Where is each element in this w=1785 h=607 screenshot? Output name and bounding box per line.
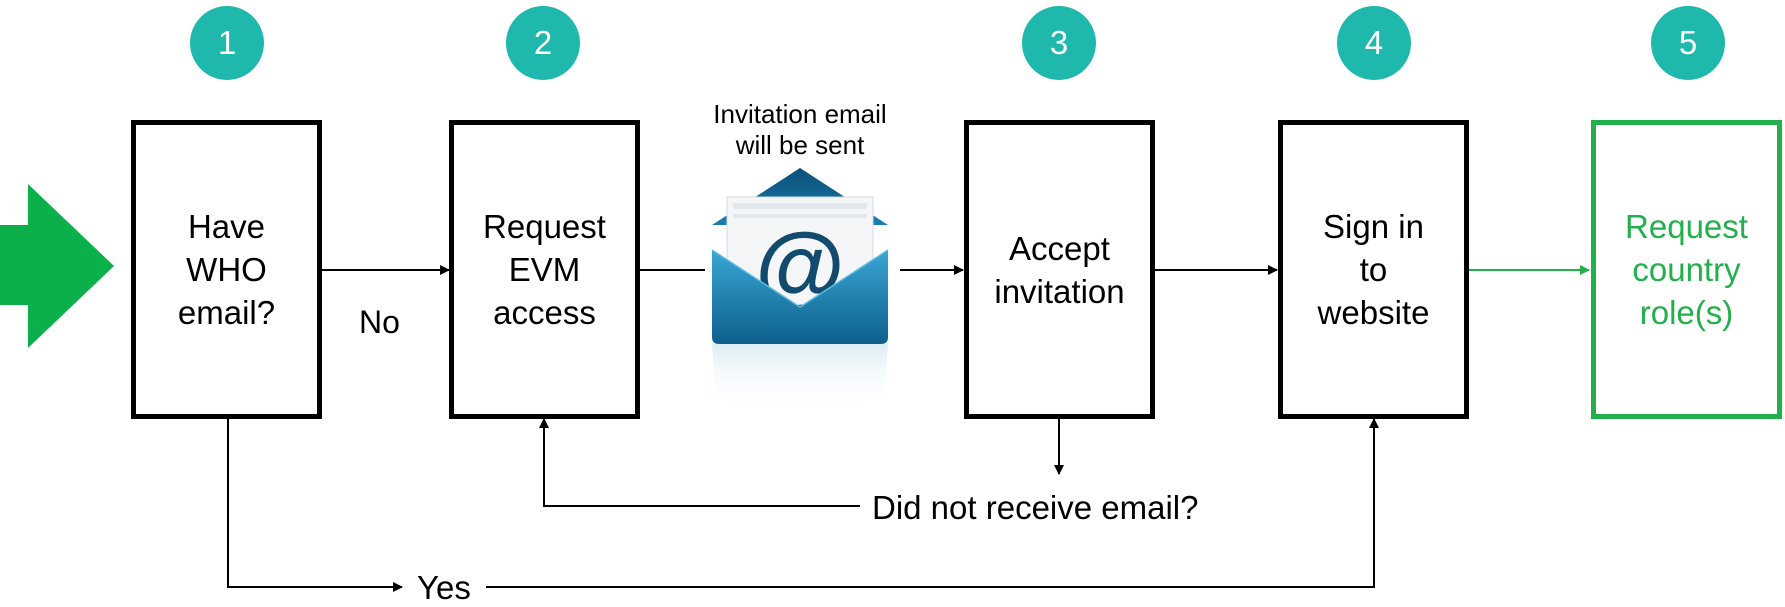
step-1-box: Have WHO email? <box>131 120 322 419</box>
yes-label: Yes <box>417 569 471 606</box>
step-2-badge: 2 <box>506 6 580 80</box>
connector-retry-to-2 <box>539 418 860 507</box>
step-5-badge: 5 <box>1651 6 1725 80</box>
step-5-label: Request country role(s) <box>1625 208 1748 331</box>
step-4-box: Sign in to website <box>1278 120 1469 419</box>
not-received-label: Did not receive email? <box>872 489 1199 526</box>
step-1-badge: 1 <box>190 6 264 80</box>
email-envelope-icon: @ <box>711 168 889 412</box>
no-label: No <box>359 304 400 340</box>
step-4-badge: 4 <box>1337 6 1411 80</box>
entry-arrow-icon <box>0 184 114 348</box>
step-2-label: Request EVM access <box>483 208 606 331</box>
step-5-box: Request country role(s) <box>1591 120 1782 419</box>
connector-yes-start <box>227 417 403 592</box>
email-sent-note: Invitation email will be sent <box>713 99 887 160</box>
step-3-badge: 3 <box>1022 6 1096 80</box>
step-3-box: Accept invitation <box>964 120 1155 419</box>
connector-yes-to-4 <box>486 418 1379 588</box>
step-4-label: Sign in to website <box>1317 208 1430 331</box>
step-1-label: Have WHO email? <box>177 208 276 331</box>
step-2-box: Request EVM access <box>449 120 640 419</box>
step-3-label: Accept invitation <box>994 229 1125 310</box>
